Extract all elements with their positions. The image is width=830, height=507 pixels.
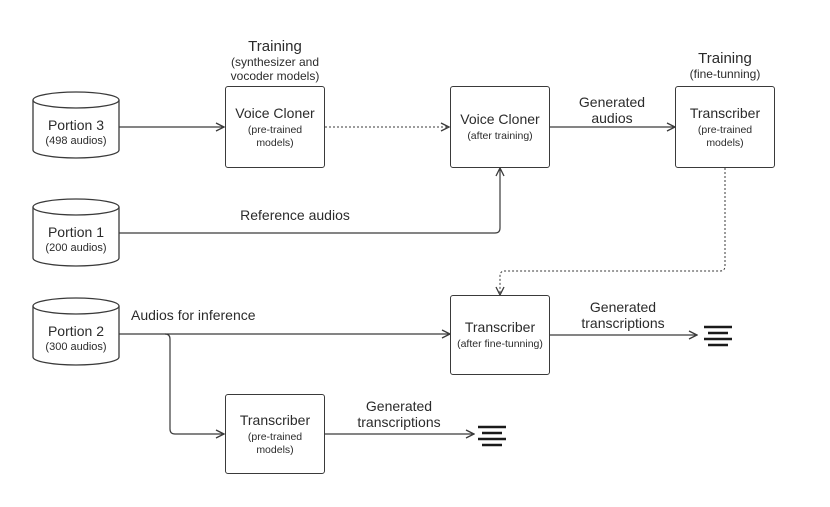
box-subtitle: (pre-trained — [247, 123, 303, 136]
label-line: Generated — [589, 299, 657, 315]
voice-cloner-pretrained-box: Voice Cloner (pre-trained models) — [225, 86, 325, 168]
text-lines-icon — [704, 325, 732, 347]
box-title: Voice Cloner — [460, 111, 540, 127]
label-line: audios — [591, 110, 633, 126]
cylinder-portion-2-icon — [32, 297, 120, 366]
edge-portion1-to-trained-cloner — [119, 168, 500, 234]
box-subtitle: (after fine-tunning) — [457, 338, 543, 350]
label-line: Reference audios — [240, 207, 350, 223]
training-note-transcriber: Training (fine-tunning) — [665, 50, 785, 81]
box-title: Transcriber — [239, 411, 311, 428]
cylinder-portion-3-icon — [32, 91, 120, 159]
label-line: Generated — [578, 94, 646, 110]
portion-1-label: Portion 1 (200 audios) — [33, 219, 119, 259]
label-line: transcriptions — [581, 315, 665, 331]
portion-2-count: (300 audios) — [45, 340, 107, 353]
portion-2-label: Portion 2 (300 audios) — [33, 318, 119, 358]
text-lines-icon — [478, 425, 506, 447]
portion-1-count: (200 audios) — [45, 241, 107, 254]
label-line: Audios for inference — [131, 307, 256, 323]
box-title: Voice Cloner — [235, 104, 315, 121]
box-subtitle: models) — [256, 443, 294, 456]
portion-1-title: Portion 1 — [47, 223, 105, 240]
box-title: Transcriber — [689, 104, 761, 121]
edge-transcriber-to-finetuned — [500, 168, 726, 295]
generated-transcriptions-top-label: Generated transcriptions — [568, 299, 678, 331]
portion-3-label: Portion 3 (498 audios) — [33, 112, 119, 152]
portion-3-count: (498 audios) — [45, 134, 107, 147]
voice-cloner-trained-box: Voice Cloner (after training) — [450, 86, 550, 168]
box-title: Transcriber — [464, 319, 536, 335]
training-detail: (synthesizer and — [230, 55, 320, 69]
generated-audios-label: Generated audios — [562, 94, 662, 126]
training-heading: Training — [698, 50, 752, 67]
transcriber-finetuned-box: Transcriber (after fine-tunning) — [450, 295, 550, 375]
label-line: transcriptions — [357, 414, 441, 430]
label-line: Generated — [365, 398, 433, 414]
training-note-cloner: Training (synthesizer and vocoder models… — [205, 38, 345, 83]
portion-3-title: Portion 3 — [47, 116, 105, 133]
training-heading: Training — [248, 38, 302, 55]
reference-audios-label: Reference audios — [220, 207, 370, 223]
generated-transcriptions-bottom-label: Generated transcriptions — [344, 398, 454, 430]
box-subtitle: models) — [706, 136, 744, 149]
training-detail: (fine-tunning) — [689, 67, 761, 81]
box-subtitle: (pre-trained — [247, 430, 303, 443]
transcriber-pretrained-top-box: Transcriber (pre-trained models) — [675, 86, 775, 168]
transcriber-pretrained-bottom-box: Transcriber (pre-trained models) — [225, 394, 325, 474]
box-subtitle: models) — [256, 136, 294, 149]
edge-portion2-to-bottom-transcriber — [164, 333, 224, 434]
box-subtitle: (after training) — [467, 130, 533, 142]
training-detail: vocoder models) — [230, 69, 320, 83]
cylinder-portion-1-icon — [32, 198, 120, 267]
box-subtitle: (pre-trained — [697, 123, 753, 136]
audios-for-inference-label: Audios for inference — [131, 307, 311, 323]
portion-2-title: Portion 2 — [47, 322, 105, 339]
